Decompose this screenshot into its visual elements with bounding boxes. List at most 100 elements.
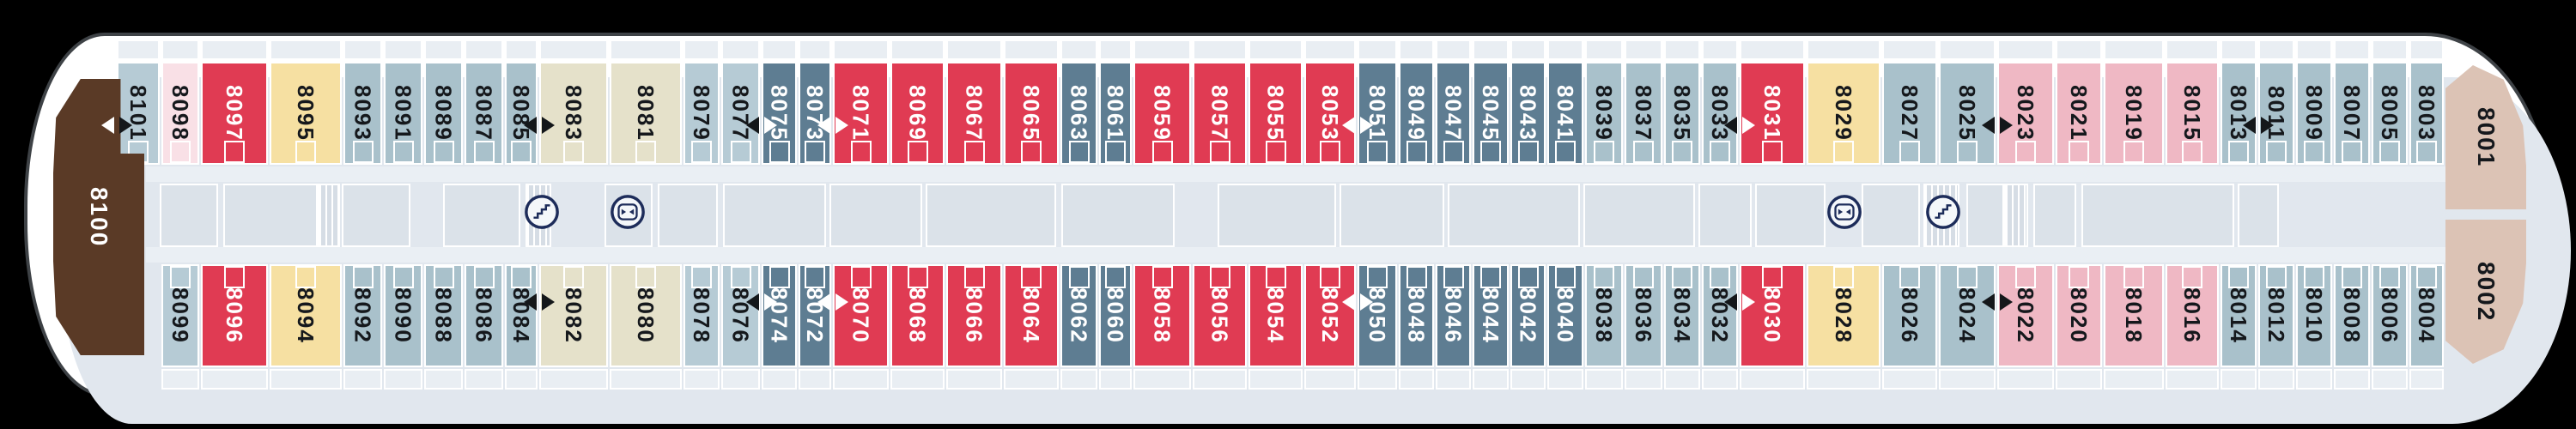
cabin-bathroom [1672,141,1692,163]
cabin-bathroom [2342,141,2362,163]
cabin-bathroom [2379,266,2400,288]
cabin-number-label: 8067 [961,85,987,142]
cabin-8027: 8027 [1882,39,1937,165]
cabin-8060: 8060 [1099,264,1132,390]
cabin-bathroom [295,141,316,163]
corridor-upper [146,166,2447,182]
balcony [539,369,608,390]
cabin-bathroom [2379,141,2400,163]
cabin-number-label: 8034 [1669,287,1695,344]
cabin-8092: 8092 [343,264,382,390]
cabin-8037: 8037 [1625,39,1662,165]
cabin-number-label: 8056 [1206,287,1233,344]
cabin-8019: 8019 [2104,39,2164,165]
balcony [1702,369,1738,390]
cabin-bathroom [1762,266,1783,288]
cabin-8044: 8044 [1473,264,1509,390]
cabin-bathroom [511,266,532,288]
cabin-8101: 8101 [117,39,160,165]
cabin-8055: 8055 [1249,39,1303,165]
cabin-bathroom [2416,266,2437,288]
balcony [833,369,889,390]
connecting-door-right-icon [1360,293,1373,311]
balcony [1939,369,1996,390]
balcony [1625,39,1662,60]
cabin-bathroom [1833,141,1854,163]
cabin-number-label: 8045 [1478,85,1504,142]
cabin-number-label: 8021 [2066,85,2092,142]
cabin-number-label: 8036 [1631,287,1656,344]
cabin-8012: 8012 [2258,264,2294,390]
cabin-number-label: 8016 [2179,287,2205,344]
cabin-8086: 8086 [465,264,503,390]
balcony [2258,39,2294,60]
cabin-bathroom [2182,141,2202,163]
cabin-number-label: 8048 [1403,287,1430,344]
balcony [2409,369,2444,390]
balcony [799,39,831,60]
balcony [1510,369,1546,390]
cabin-8035: 8035 [1664,39,1700,165]
balcony [2334,369,2370,390]
cabin-8054: 8054 [1249,264,1303,390]
cabin-8090: 8090 [384,264,422,390]
cabin-bathroom [473,141,495,163]
cabin-bathroom [2342,266,2362,288]
balcony [683,369,720,390]
balcony [1547,39,1583,60]
cabin-number-label: 8093 [349,85,376,142]
cabin-bathroom [433,266,454,288]
cabin-number-label: 8001 [2473,106,2500,168]
facility-room [160,184,218,247]
cabin-bathroom [635,141,656,163]
facility-room [1966,184,2004,247]
cabin-number-label: 8052 [1317,287,1343,344]
cabin-number-label: 8019 [2121,85,2147,142]
cabin-8015: 8015 [2166,39,2219,165]
cabin-8064: 8064 [1004,264,1059,390]
cabin-number-label: 8070 [848,287,874,344]
cabin-8063: 8063 [1060,39,1097,165]
cabin-bathroom [1151,266,1173,288]
facility-room [342,184,410,247]
cabin-8061: 8061 [1099,39,1132,165]
connecting-door-left-icon [2243,117,2256,134]
cabin-number-label: 8007 [2339,85,2365,142]
cabin-number-label: 8099 [167,287,193,344]
connecting-door-left-icon [1342,293,1355,311]
balcony [2104,369,2164,390]
balcony [610,369,682,390]
cabin-8079: 8079 [683,39,720,165]
balcony [1807,369,1880,390]
balcony [343,39,382,60]
connecting-door-left-icon [746,117,759,134]
facility-room [2033,184,2076,247]
balcony [1249,39,1303,60]
balcony [1510,39,1546,60]
balcony [1882,39,1937,60]
balcony [1060,39,1097,60]
facility-room [1340,184,1444,247]
cabin-8051: 8051 [1358,39,1397,165]
cabin-bathroom [1555,141,1576,163]
cabin-bathroom [769,266,790,288]
cabin-bathroom [1672,266,1692,288]
cabin-number-label: 8026 [1897,287,1923,344]
balcony [2409,39,2444,60]
cabin-bathroom [2123,141,2144,163]
cabin-bathroom [1105,141,1126,163]
cabin-number-label: 8003 [2414,85,2439,142]
cabin-8088: 8088 [424,264,463,390]
cabin-bathroom [691,266,712,288]
balcony [1882,369,1937,390]
balcony [384,369,422,390]
cabin-bathroom [1633,266,1654,288]
cabin-number-label: 8068 [904,287,931,344]
cabin-8006: 8006 [2372,264,2408,390]
cabin-8008: 8008 [2334,264,2370,390]
cabin-number-label: 8041 [1552,85,1578,142]
cabin-bathroom [224,266,245,288]
balcony [946,39,1002,60]
cabin-8047: 8047 [1436,39,1471,165]
